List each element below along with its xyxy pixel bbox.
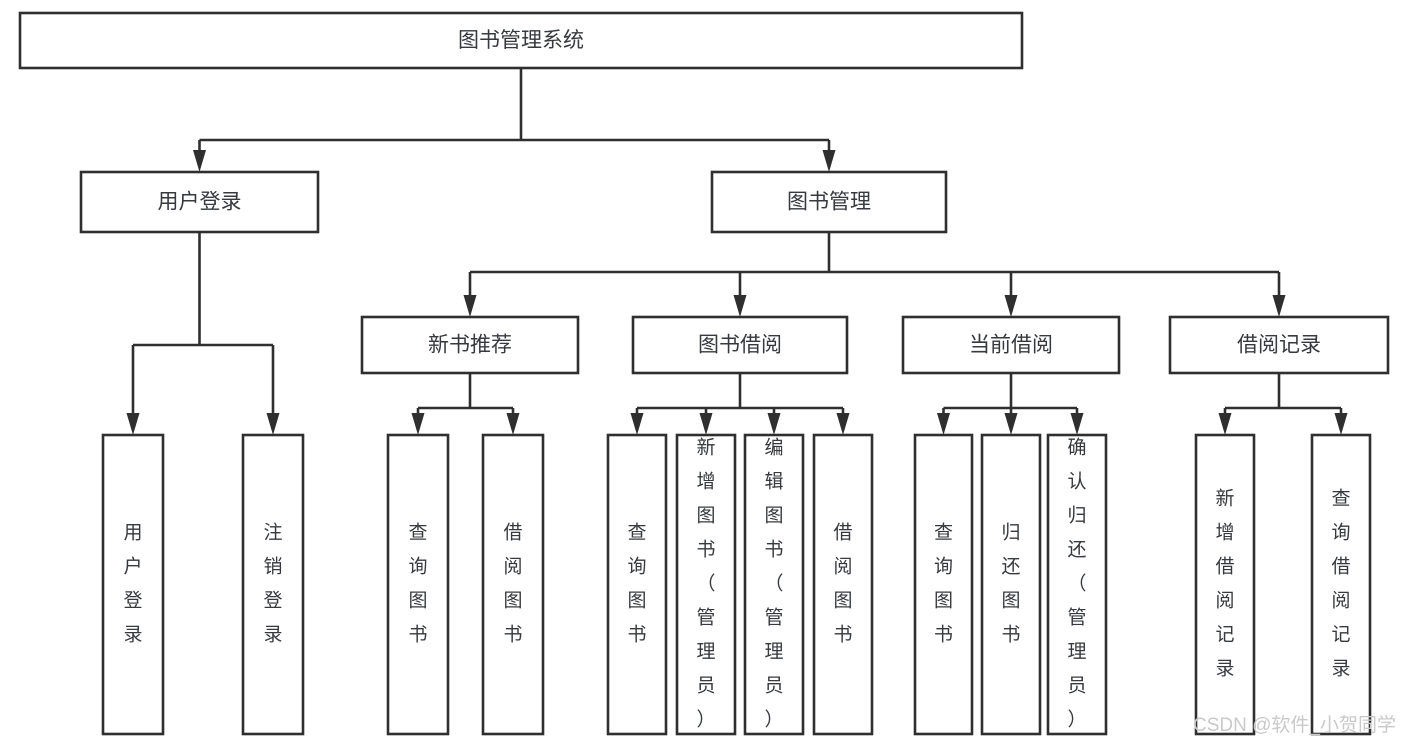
connector-layer [126, 68, 1348, 435]
node-box [360, 315, 580, 375]
node-box [710, 170, 948, 234]
node-label: 确认归还（管理员） [1067, 437, 1086, 731]
arrow-head-icon [1272, 295, 1286, 317]
arrow-head-icon [266, 413, 280, 435]
arrow-head-icon [1334, 413, 1348, 435]
arrow-head-icon [126, 413, 140, 435]
node-label: 查询图书 [627, 522, 646, 646]
node-box [386, 433, 450, 736]
node-label: 查询借阅记录 [1331, 488, 1350, 680]
arrow-head-icon [699, 413, 713, 435]
node-leaf-borrow-borrow-book[interactable]: 借阅图书 [812, 433, 874, 736]
node-label: 新书推荐 [428, 334, 512, 357]
node-label: 新增借阅记录 [1215, 488, 1234, 680]
node-leaf-user-login[interactable]: 用户登录 [101, 433, 165, 736]
node-leaf-cur-return-book[interactable]: 归还图书 [980, 433, 1042, 736]
node-leaf-user-logout[interactable]: 注销登录 [241, 433, 305, 736]
node-leaf-borrow-add-book[interactable]: 新增图书（管理员） [675, 433, 737, 736]
arrow-head-icon [193, 150, 206, 172]
node-box [1310, 433, 1372, 736]
arrow-head-icon [1004, 295, 1018, 317]
node-label: 借阅图书 [833, 522, 852, 646]
arrow-head-icon [767, 413, 781, 435]
node-label: 归还图书 [1001, 522, 1020, 646]
arrow-head-icon [836, 413, 850, 435]
arrow-head-icon [506, 413, 520, 435]
node-label: 图书管理系统 [458, 29, 584, 52]
node-book-manage[interactable]: 图书管理 [710, 170, 948, 234]
node-label: 图书管理 [787, 191, 871, 214]
node-box [675, 433, 737, 736]
node-label: 查询图书 [408, 522, 427, 646]
node-box [743, 433, 805, 736]
node-label: 图书借阅 [698, 334, 782, 357]
node-borrow-record[interactable]: 借阅记录 [1168, 315, 1390, 375]
node-label: 借阅记录 [1237, 334, 1321, 357]
node-box [913, 433, 974, 736]
node-box [631, 315, 849, 375]
node-box [1168, 315, 1390, 375]
node-root[interactable]: 图书管理系统 [18, 11, 1024, 70]
node-current-borrow[interactable]: 当前借阅 [901, 315, 1121, 375]
arrow-head-icon [1070, 413, 1084, 435]
arrow-head-icon [822, 150, 836, 172]
arrow-head-icon [463, 295, 477, 317]
node-leaf-borrow-edit-book[interactable]: 编辑图书（管理员） [743, 433, 805, 736]
node-leaf-cur-query-book[interactable]: 查询图书 [913, 433, 974, 736]
arrow-head-icon [630, 413, 644, 435]
arrow-head-icon [733, 295, 747, 317]
node-box [980, 433, 1042, 736]
node-leaf-rec-query-book[interactable]: 查询图书 [386, 433, 450, 736]
node-label: 用户登录 [158, 191, 242, 214]
node-label: 当前借阅 [969, 334, 1053, 357]
node-label: 注销登录 [263, 522, 282, 646]
node-box [812, 433, 874, 736]
node-box [18, 11, 1024, 70]
node-label: 用户登录 [123, 523, 142, 646]
node-label: 借阅图书 [503, 522, 522, 646]
node-box [481, 433, 545, 736]
node-new-book-rec[interactable]: 新书推荐 [360, 315, 580, 375]
node-box [1046, 433, 1108, 736]
arrow-head-icon [411, 413, 425, 435]
node-layer: 图书管理系统用户登录图书管理新书推荐图书借阅当前借阅借阅记录用户登录注销登录查询… [18, 11, 1390, 736]
arrow-head-icon [1004, 413, 1018, 435]
node-leaf-rec-borrow-book[interactable]: 借阅图书 [481, 433, 545, 736]
node-box [1194, 433, 1256, 736]
arrow-head-icon [937, 413, 950, 435]
csdn-watermark: CSDN @软件_小贺同学 [1193, 714, 1396, 736]
node-leaf-rec-add-record[interactable]: 新增借阅记录 [1194, 433, 1256, 736]
node-box [79, 170, 320, 234]
node-leaf-cur-confirm-return[interactable]: 确认归还（管理员） [1046, 433, 1108, 736]
node-leaf-borrow-query-book[interactable]: 查询图书 [606, 433, 668, 736]
node-label: 编辑图书（管理员） [764, 437, 783, 731]
node-leaf-rec-query-record[interactable]: 查询借阅记录 [1310, 433, 1372, 736]
arrow-head-icon [1218, 413, 1232, 435]
node-label: 新增图书（管理员） [696, 437, 715, 731]
node-box [241, 433, 305, 736]
node-book-borrow[interactable]: 图书借阅 [631, 315, 849, 375]
node-box [901, 315, 1121, 375]
node-box [101, 433, 165, 736]
node-user-login[interactable]: 用户登录 [79, 170, 320, 234]
node-label: 查询图书 [934, 522, 953, 646]
node-box [606, 433, 668, 736]
